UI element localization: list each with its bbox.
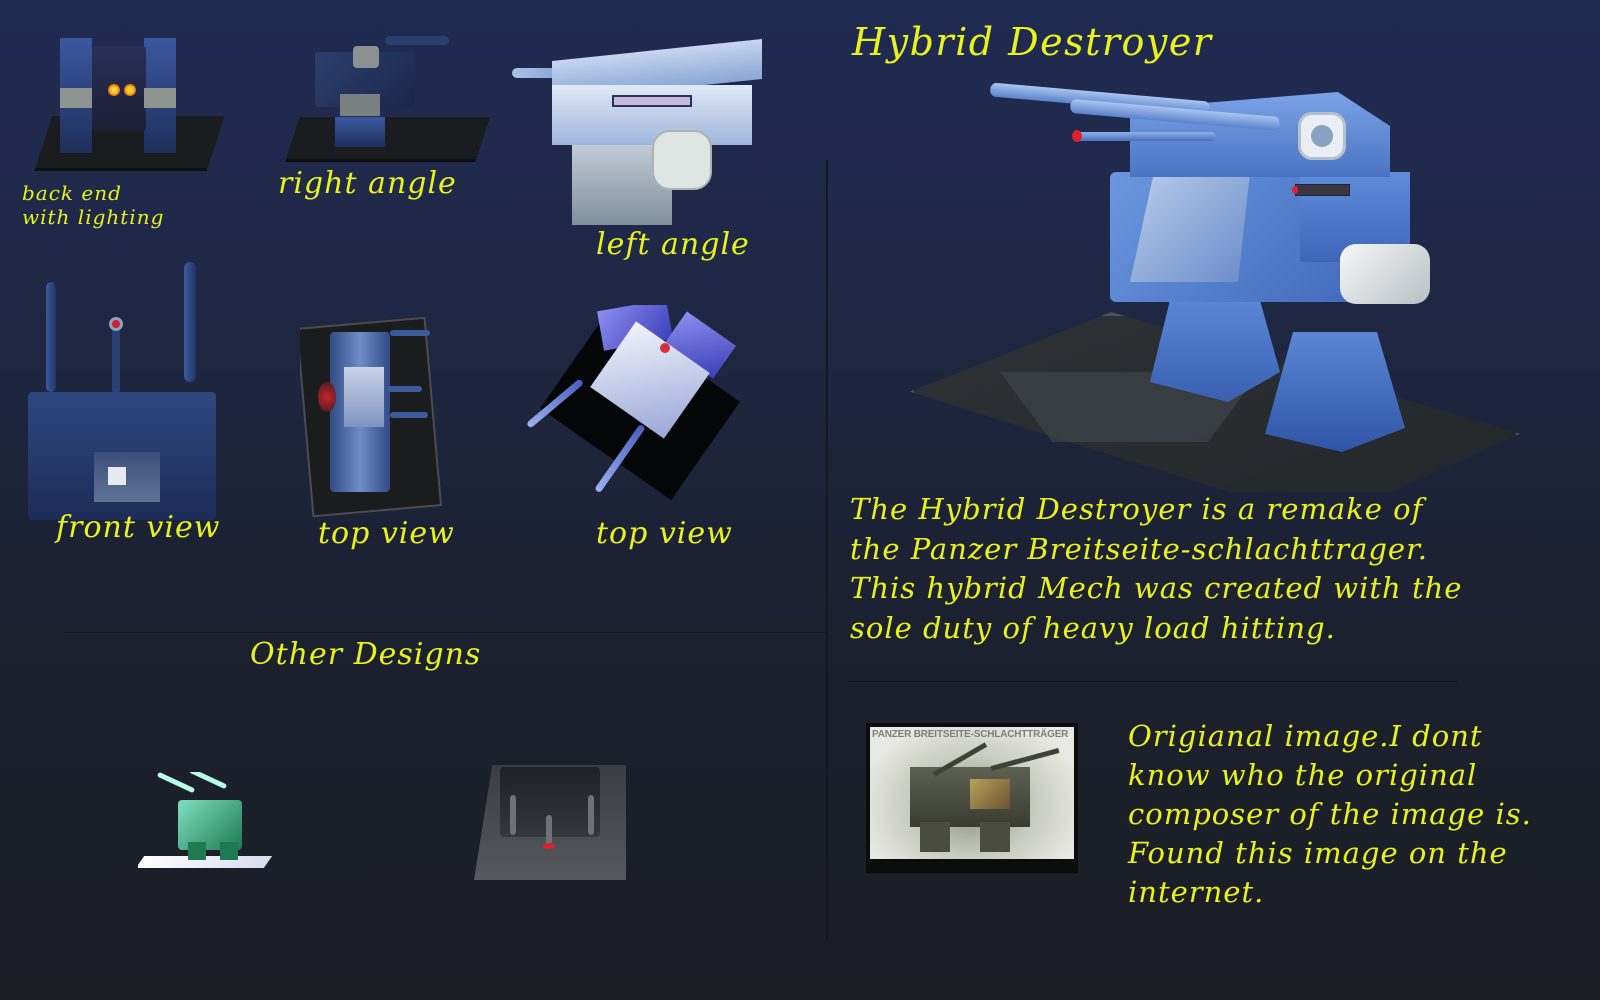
original-image-artwork: PANZER BREITSEITE-SCHLACHTTRÄGER: [870, 727, 1074, 859]
left-angle-caption: left angle: [596, 227, 750, 262]
back-end-caption: back end with lighting: [22, 181, 164, 229]
original-image: PANZER BREITSEITE-SCHLACHTTRÄGER: [866, 723, 1078, 873]
top-view-render-2: [520, 305, 760, 505]
other-designs-heading: Other Designs: [250, 637, 482, 672]
description-paragraph: The Hybrid Destroyer is a remake of the …: [850, 492, 1463, 645]
page-title: Hybrid Destroyer: [852, 20, 1213, 64]
vertical-divider: [826, 160, 828, 940]
right-horizontal-divider: [848, 681, 1458, 682]
left-angle-render: [512, 30, 762, 230]
right-angle-caption: right angle: [278, 166, 457, 201]
back-end-caption-line2: with lighting: [22, 205, 165, 229]
top-view-caption-2: top view: [596, 516, 733, 551]
left-horizontal-divider: [64, 632, 826, 633]
top-view-render-1: [300, 312, 460, 518]
right-angle-render: [265, 22, 495, 172]
original-image-caption: PANZER BREITSEITE-SCHLACHTTRÄGER: [872, 729, 1069, 740]
hybrid-destroyer-main-render: [880, 72, 1580, 492]
front-view-render: [24, 262, 220, 524]
top-view-caption-1: top view: [318, 516, 455, 551]
original-image-note: Origianal image.I dont know who the orig…: [1128, 719, 1532, 909]
front-view-caption: front view: [56, 510, 221, 545]
dark-mech-render: [470, 755, 630, 883]
back-end-caption-line1: back end: [22, 181, 122, 205]
green-mech-render: [138, 772, 273, 882]
back-end-render: [14, 18, 224, 178]
